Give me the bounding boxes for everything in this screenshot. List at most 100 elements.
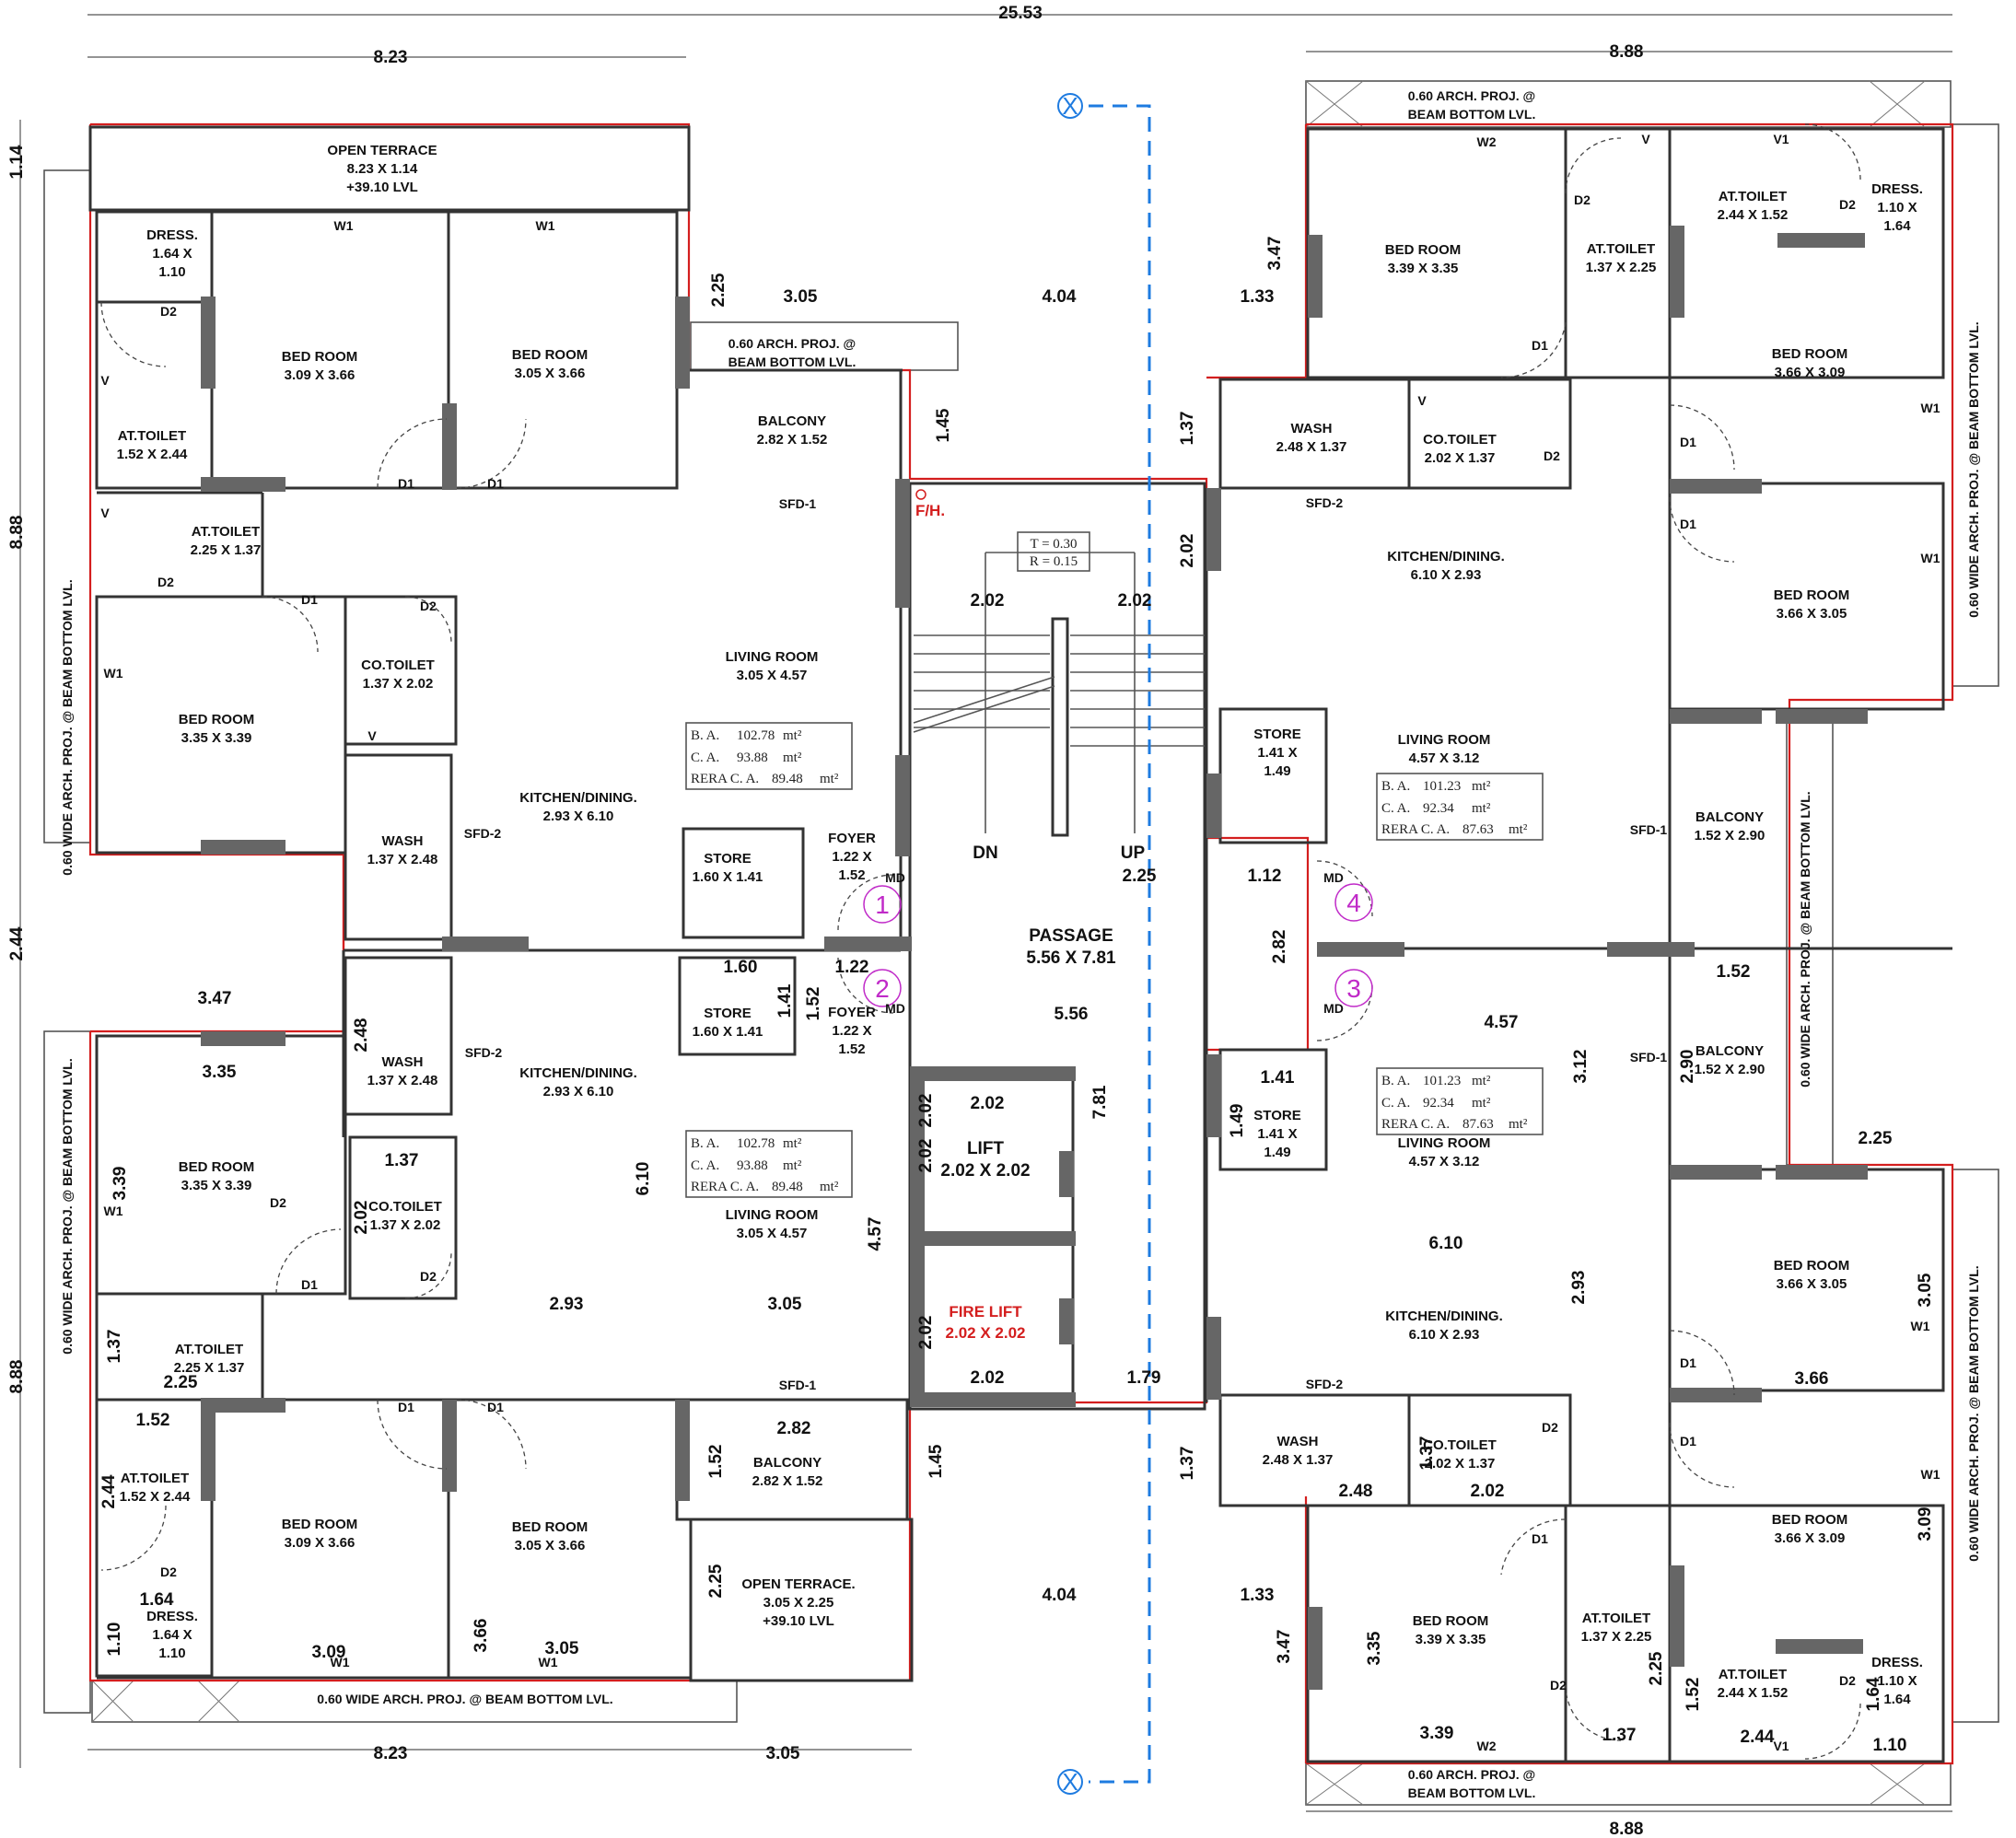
room-size: 3.09 X 3.66 <box>285 1535 355 1551</box>
ba-label: B. A. <box>691 1136 719 1151</box>
arch-projection-note: 0.60 WIDE ARCH. PROJ. @ BEAM BOTTOM LVL. <box>1966 321 1981 617</box>
room-size: 2.02 X 1.37 <box>1425 1456 1496 1472</box>
room-name: DRESS. <box>1871 1655 1923 1670</box>
rera-label: RERA C. A. <box>1381 1117 1450 1132</box>
dimension-label: 2.02 <box>352 1201 371 1235</box>
dimension-label: 1.14 <box>7 145 27 179</box>
sfd-tag: SFD-2 <box>465 1045 503 1060</box>
ca-value: 92.34 <box>1423 801 1454 816</box>
room-name: DRESS. <box>146 227 198 243</box>
room-name: LIVING ROOM <box>726 1207 819 1223</box>
room-name: KITCHEN/DINING. <box>1387 549 1505 564</box>
v1-tag: V1 <box>1773 1739 1789 1753</box>
dimension-label: 1.64 <box>140 1590 174 1610</box>
room-name: AT.TOILET <box>1719 1667 1787 1682</box>
dimension-label: 4.04 <box>1043 1586 1077 1605</box>
room-size: 1.64 <box>1883 218 1911 234</box>
room-label: KITCHEN/DINING.6.10 X 2.93 <box>1385 1309 1503 1343</box>
arch-projection-note: 0.60 WIDE ARCH. PROJ. @ BEAM BOTTOM LVL. <box>1966 1265 1981 1561</box>
room-size: 1.22 X <box>832 849 871 865</box>
room-name: WASH <box>382 1054 424 1070</box>
room-name: BALCONY <box>1696 1043 1764 1059</box>
unit-label: mt² <box>820 1180 839 1194</box>
room-size: 1.64 X <box>152 1627 192 1643</box>
dimension-label: 3.47 <box>198 989 232 1008</box>
w1-tag: W1 <box>334 218 354 233</box>
sfd-tag: SFD-2 <box>1306 1377 1344 1391</box>
stair-up-label: UP <box>1121 843 1146 863</box>
section-line: X X <box>1057 92 1151 1796</box>
dimension-label: 2.02 <box>971 1368 1005 1388</box>
dimension-label: 2.02 <box>916 1139 936 1173</box>
room-size: 1.52 X 2.90 <box>1695 1062 1765 1077</box>
dimension-label: 3.05 <box>768 1295 802 1314</box>
room-name: STORE <box>704 1006 751 1021</box>
room-name: BALCONY <box>753 1455 822 1471</box>
room-label: BALCONY 1.52 X 2.90 <box>1695 1043 1765 1077</box>
room-name: BED ROOM <box>179 1159 255 1175</box>
room-size: 4.57 X 3.12 <box>1409 750 1480 766</box>
room-name: DRESS. <box>1871 181 1923 197</box>
room-name: KITCHEN/DINING. <box>1385 1309 1503 1324</box>
room-size: 3.35 X 3.39 <box>181 730 252 746</box>
room-size: 2.25 X 1.37 <box>174 1360 245 1376</box>
room-name: BED ROOM <box>1772 346 1848 362</box>
v-tag: V <box>367 728 377 743</box>
room-size: 1.41 X <box>1257 1126 1297 1142</box>
ba-value: 101.23 <box>1423 1074 1461 1088</box>
room-size: 2.25 X 1.37 <box>191 542 262 558</box>
dimension-label: 2.48 <box>1339 1482 1373 1501</box>
passage-label: PASSAGE <box>1029 926 1113 946</box>
room-size: 1.37 X 2.02 <box>370 1217 441 1233</box>
room-size: 2.82 X 1.52 <box>752 1473 823 1489</box>
room-size: 2.82 X 1.52 <box>757 432 828 448</box>
v1-tag: V1 <box>1773 132 1789 146</box>
room-size: 1.10 X <box>1877 1673 1917 1689</box>
dimension-label: 1.10 <box>105 1623 124 1657</box>
room-name: BED ROOM <box>179 712 255 727</box>
d1-tag: D1 <box>301 592 318 607</box>
stair-dn-label: DN <box>973 843 997 863</box>
sfd-tag: SFD-1 <box>779 1378 817 1392</box>
w2-tag: W2 <box>1477 134 1497 149</box>
sfd-tag: SFD-1 <box>1630 822 1668 837</box>
room-label: WASH 1.37 X 2.48 <box>367 833 438 867</box>
room-size: 3.05 X 4.57 <box>737 668 808 683</box>
arch-projection-note: 0.60 WIDE ARCH. PROJ. @ BEAM BOTTOM LVL. <box>1798 791 1812 1087</box>
dimension-label: 5.56 <box>1055 1005 1089 1024</box>
room-size: 1.49 <box>1264 763 1290 779</box>
d1-tag: D1 <box>398 1400 414 1414</box>
dimension-label: 1.33 <box>1241 1586 1275 1605</box>
d2-tag: D2 <box>270 1195 286 1210</box>
lift-size: 2.02 X 2.02 <box>940 1161 1030 1181</box>
passage-size: 5.56 X 7.81 <box>1026 948 1116 968</box>
dimension-label: 3.35 <box>203 1063 237 1082</box>
room-label: OPEN TERRACE.3.05 X 2.25+39.10 LVL <box>741 1576 855 1629</box>
room-name: KITCHEN/DINING. <box>519 1065 637 1081</box>
d1-tag: D1 <box>1680 1355 1696 1370</box>
room-size: 1.10 <box>158 264 185 280</box>
dimension-label: 1.60 <box>724 958 758 977</box>
room-size: 1.60 X 1.41 <box>693 1024 763 1040</box>
md-tag: MD <box>1323 1001 1344 1016</box>
dimension-label: 2.93 <box>550 1295 584 1314</box>
dimension-label: 1.45 <box>926 1444 946 1478</box>
dimension-label: 8.88 <box>1610 1820 1644 1838</box>
unit-label: mt² <box>1509 1117 1528 1132</box>
room-size: 1.37 X 2.48 <box>367 852 438 867</box>
room-name: BALCONY <box>1696 809 1764 825</box>
dimension-label: 1.49 <box>1228 1104 1247 1138</box>
room-name: WASH <box>382 833 424 849</box>
core-labels: F/H. T = 0.30 R = 0.15 DN UP PASSAGE 5.5… <box>915 489 1146 1342</box>
